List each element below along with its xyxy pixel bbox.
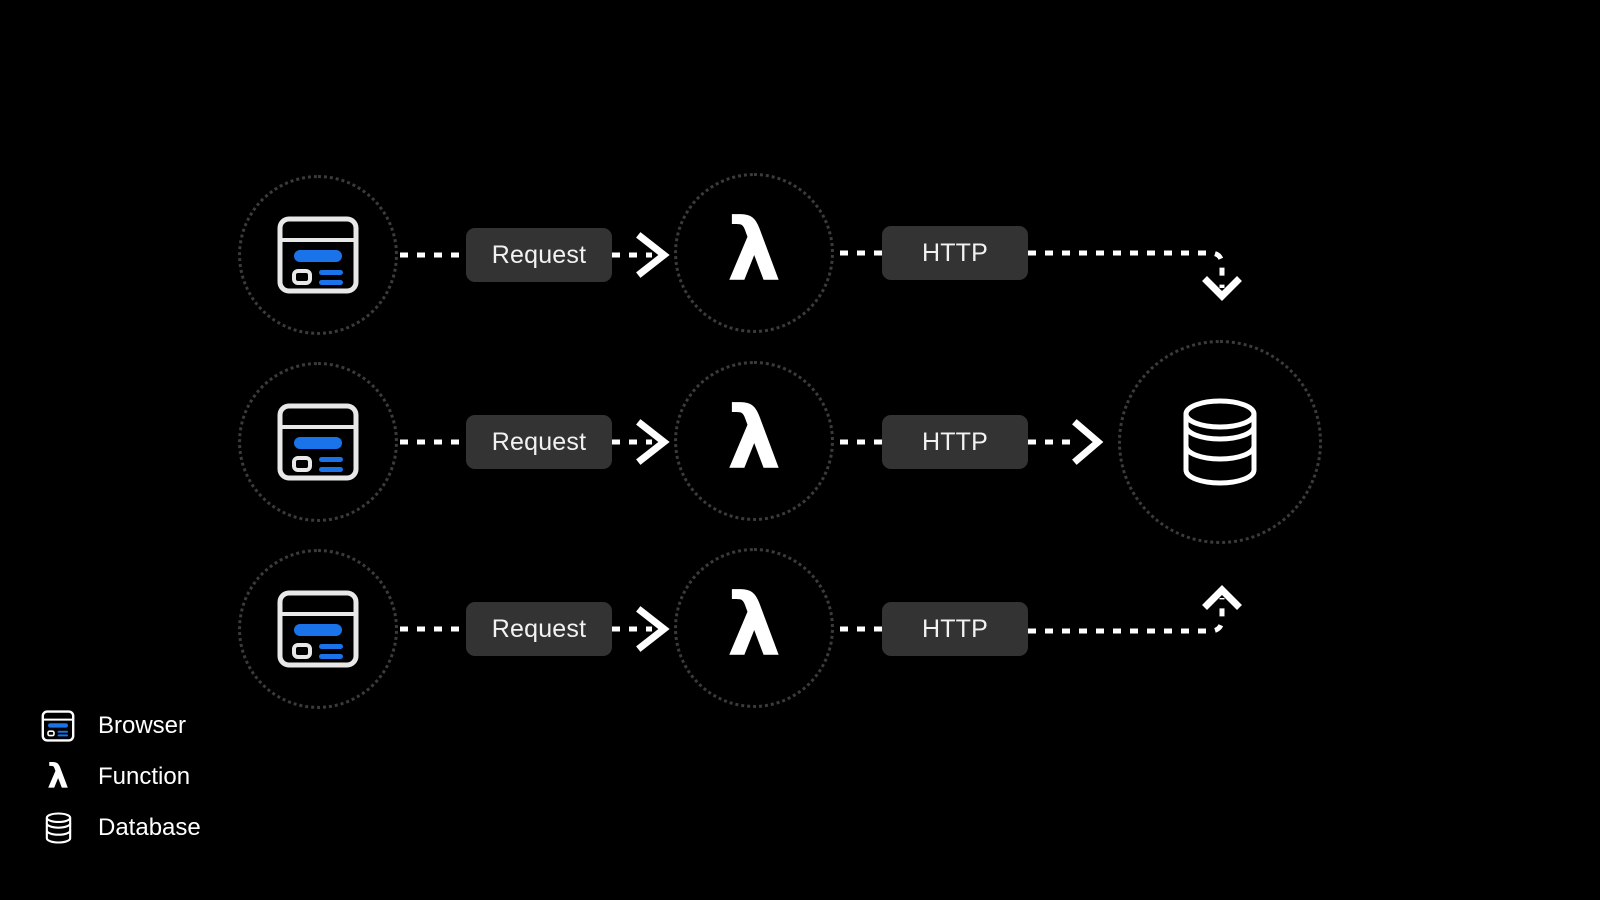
browser-icon [277, 216, 359, 294]
legend-item-function: λ Function [40, 751, 400, 802]
legend: Browser λ Function Database [40, 700, 400, 853]
lambda-icon: λ [726, 576, 782, 676]
arrowhead-r1-database-down [1202, 276, 1242, 301]
browser-icon [277, 590, 359, 668]
function-node-row-3[interactable]: λ [674, 548, 834, 708]
http-pill-row-2[interactable]: HTTP [882, 415, 1028, 469]
database-icon [40, 810, 76, 846]
http-pill-label-row-3: HTTP [921, 614, 989, 643]
legend-label-function: Function [98, 762, 191, 790]
database-node[interactable] [1118, 340, 1322, 544]
legend-label-browser: Browser [98, 711, 187, 739]
browser-node-row-3[interactable] [238, 549, 398, 709]
arrowhead-r2-database [1072, 419, 1104, 465]
legend-item-browser: Browser [40, 700, 400, 751]
arrowhead-r2-request [636, 419, 670, 465]
request-pill-row-1[interactable]: Request [466, 228, 612, 282]
browser-icon [277, 403, 359, 481]
http-pill-label-row-2: HTTP [921, 427, 989, 456]
arrowhead-r3-database-up [1202, 585, 1242, 610]
request-pill-row-2[interactable]: Request [466, 415, 612, 469]
arrowhead-r3-request [636, 606, 670, 652]
line-r3-http-to-database [1028, 598, 1225, 634]
http-pill-label-row-1: HTTP [921, 238, 989, 267]
browser-icon [40, 708, 76, 744]
browser-node-row-1[interactable] [238, 175, 398, 335]
lambda-icon: λ [47, 756, 69, 797]
http-pill-row-1[interactable]: HTTP [882, 226, 1028, 280]
function-node-row-2[interactable]: λ [674, 361, 834, 521]
http-pill-row-3[interactable]: HTTP [882, 602, 1028, 656]
request-pill-label-row-2: Request [491, 427, 587, 456]
request-pill-label-row-3: Request [491, 614, 587, 643]
legend-label-database: Database [98, 813, 201, 841]
database-icon [1183, 398, 1257, 486]
line-r1-http-to-database [1028, 250, 1225, 288]
request-pill-label-row-1: Request [491, 240, 587, 269]
function-node-row-1[interactable]: λ [674, 173, 834, 333]
browser-node-row-2[interactable] [238, 362, 398, 522]
legend-item-database: Database [40, 802, 400, 853]
arrowhead-r1-request [636, 232, 670, 278]
request-pill-row-3[interactable]: Request [466, 602, 612, 656]
lambda-icon: λ [726, 201, 782, 301]
lambda-icon: λ [726, 389, 782, 489]
